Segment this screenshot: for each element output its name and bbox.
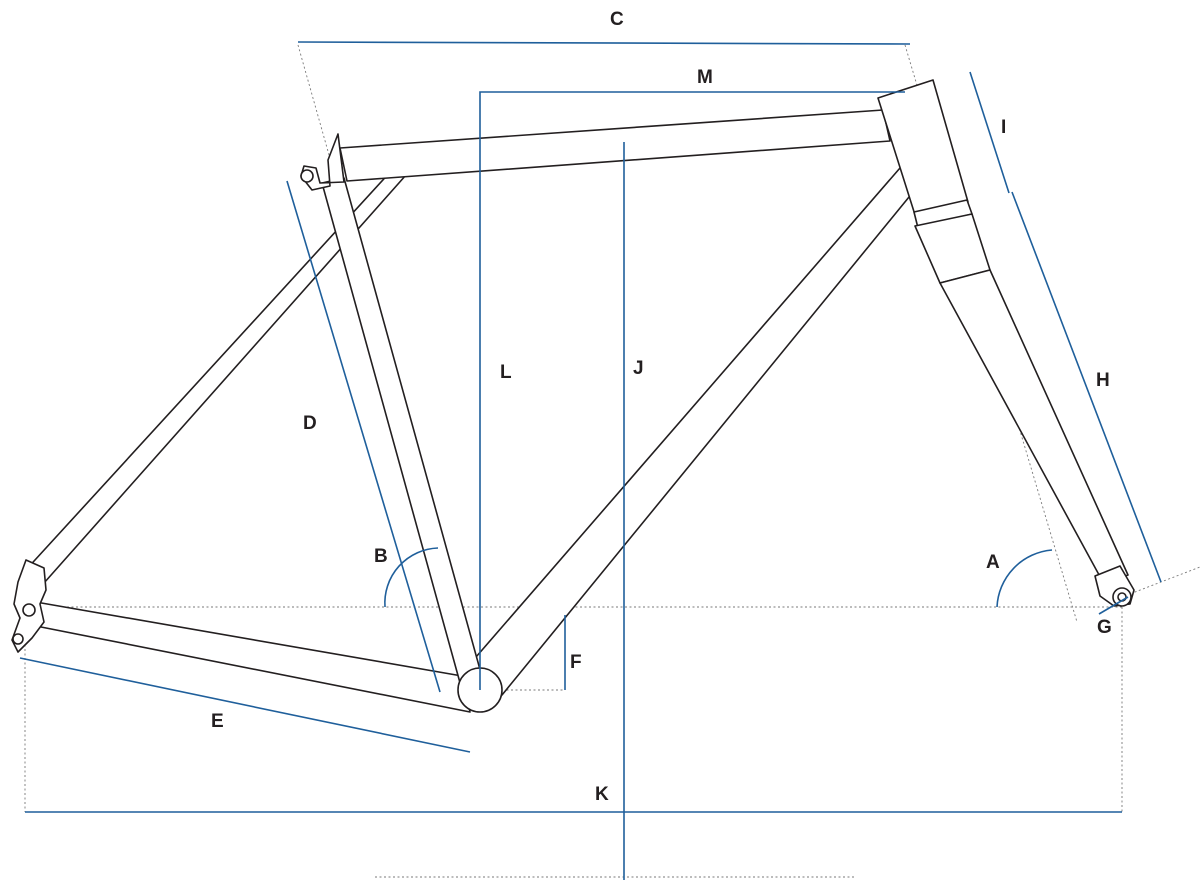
label-k: K [595, 784, 609, 805]
rear-axle-icon [22, 603, 36, 617]
label-a: A [986, 552, 1000, 573]
fork-blade [939, 269, 1129, 585]
seat-tube [321, 177, 485, 691]
label-l: L [500, 362, 512, 383]
dimension-b-arc [384, 547, 439, 608]
seat-clamp-bolt-icon [300, 169, 314, 183]
dimension-c-line [297, 41, 911, 45]
label-b: B [374, 546, 388, 567]
bike-frame [11, 79, 1135, 713]
label-g: G [1097, 617, 1112, 638]
dimension-h-line [1011, 191, 1162, 583]
label-f: F [570, 652, 582, 673]
label-d: D [303, 413, 317, 434]
dimension-g-line [1098, 596, 1129, 615]
dimension-d-line [286, 180, 441, 693]
dimension-i-line [969, 71, 1010, 194]
seatstay [23, 154, 417, 584]
label-h: H [1096, 370, 1110, 391]
label-i: I [1001, 117, 1006, 138]
dimension-labels: C M I L J H D B A G F E K [211, 9, 1112, 805]
dimension-e-line [19, 657, 471, 753]
derailleur-hanger-bolt-icon [12, 633, 24, 645]
front-axle-icon [1112, 587, 1132, 607]
construction-guides [22, 44, 1200, 878]
label-j: J [633, 358, 644, 379]
chainstay [29, 600, 471, 713]
down-tube [462, 167, 919, 696]
label-m: M [697, 67, 713, 88]
dimension-lines [19, 41, 1162, 880]
label-c: C [610, 9, 624, 30]
dimension-m-line [479, 91, 905, 690]
dimension-a-arc [996, 549, 1053, 608]
label-e: E [211, 711, 224, 732]
top-tube [339, 109, 891, 182]
